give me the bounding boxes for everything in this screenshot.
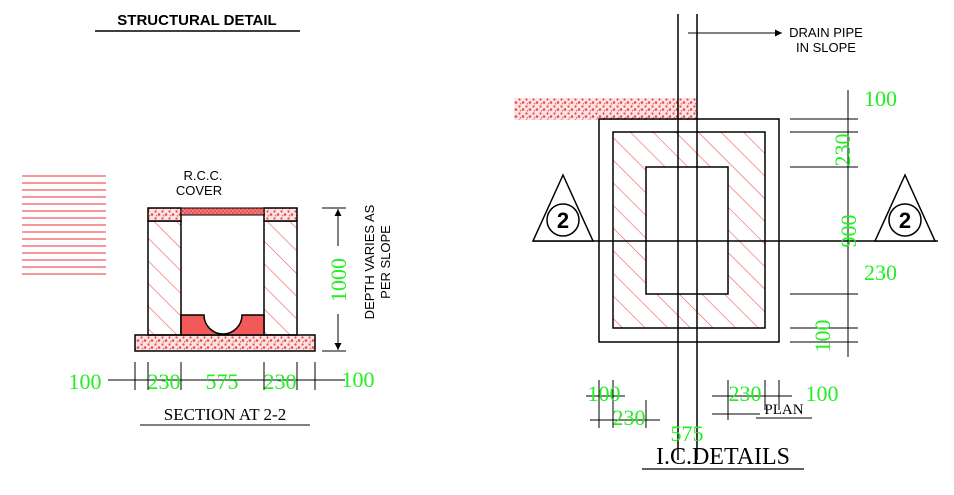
plan-right-dim-1: 100 [864,86,897,111]
section-marker-left-text: 2 [557,208,569,233]
depth-note-line1: DEPTH VARIES AS [362,204,377,319]
structural-detail-heading: STRUCTURAL DETAIL [95,12,300,32]
rcc-cover-slab [180,207,265,216]
plan-right-dim-4: 230 [864,260,897,285]
benching-channel [180,314,265,336]
plan-bottom-dim-4: 230 [729,381,762,406]
plan-bottom-dim-1: 100 [588,381,621,406]
section-bottom-dimensions: 100 230 575 230 100 [69,362,375,394]
left-wall [147,220,182,336]
plan-right-dim-3: 900 [836,215,861,248]
right-coping [263,207,298,222]
plan-slope-strip [514,98,697,120]
section-marker-right-text: 2 [899,208,911,233]
base-slab [134,334,316,352]
rcc-cover-label: R.C.C. [184,168,223,183]
depth-dim-value: 1000 [326,258,351,302]
left-coping [147,207,182,222]
section-dim-2: 230 [148,369,181,394]
depth-note-line2: PER SLOPE [378,225,393,299]
hatch-legend-stripes [22,175,106,275]
plan-wall-ring [612,131,766,329]
right-wall [263,220,298,336]
plan-right-dimensions: 100 230 900 230 100 [790,86,897,357]
plan-caption: PLAN [764,402,803,418]
section-marker-right: 2 [873,173,937,242]
section-dim-3: 575 [206,369,239,394]
section-dim-5: 100 [342,367,375,392]
plan-bottom-dim-2: 230 [613,405,646,430]
section-dim-1: 100 [69,369,102,394]
drain-pipe-label-1: DRAIN PIPE [789,25,863,40]
plan-bottom-dim-5: 100 [806,381,839,406]
plan-view: DRAIN PIPE IN SLOPE 2 2 100 230 900 [514,14,938,470]
rcc-cover-label-2: COVER [176,183,222,198]
section-caption: SECTION AT 2-2 [164,405,286,424]
plan-right-dim-2: 230 [830,134,855,167]
plan-right-dim-5: 100 [810,320,835,353]
heading-text: STRUCTURAL DETAIL [117,12,276,29]
plan-bottom-dimensions: 100 230 575 230 100 [586,380,839,446]
section-dim-4: 230 [264,369,297,394]
section-marker-left: 2 [531,173,595,242]
plan-bottom-dim-3: 575 [671,421,704,446]
ic-details-title: I.C.DETAILS [656,444,790,470]
drain-pipe-label-2: IN SLOPE [796,40,856,55]
section-view: R.C.C. COVER 1000 DEPTH VARIES AS PER SL… [69,168,393,426]
plan-outer-boundary [598,118,780,343]
